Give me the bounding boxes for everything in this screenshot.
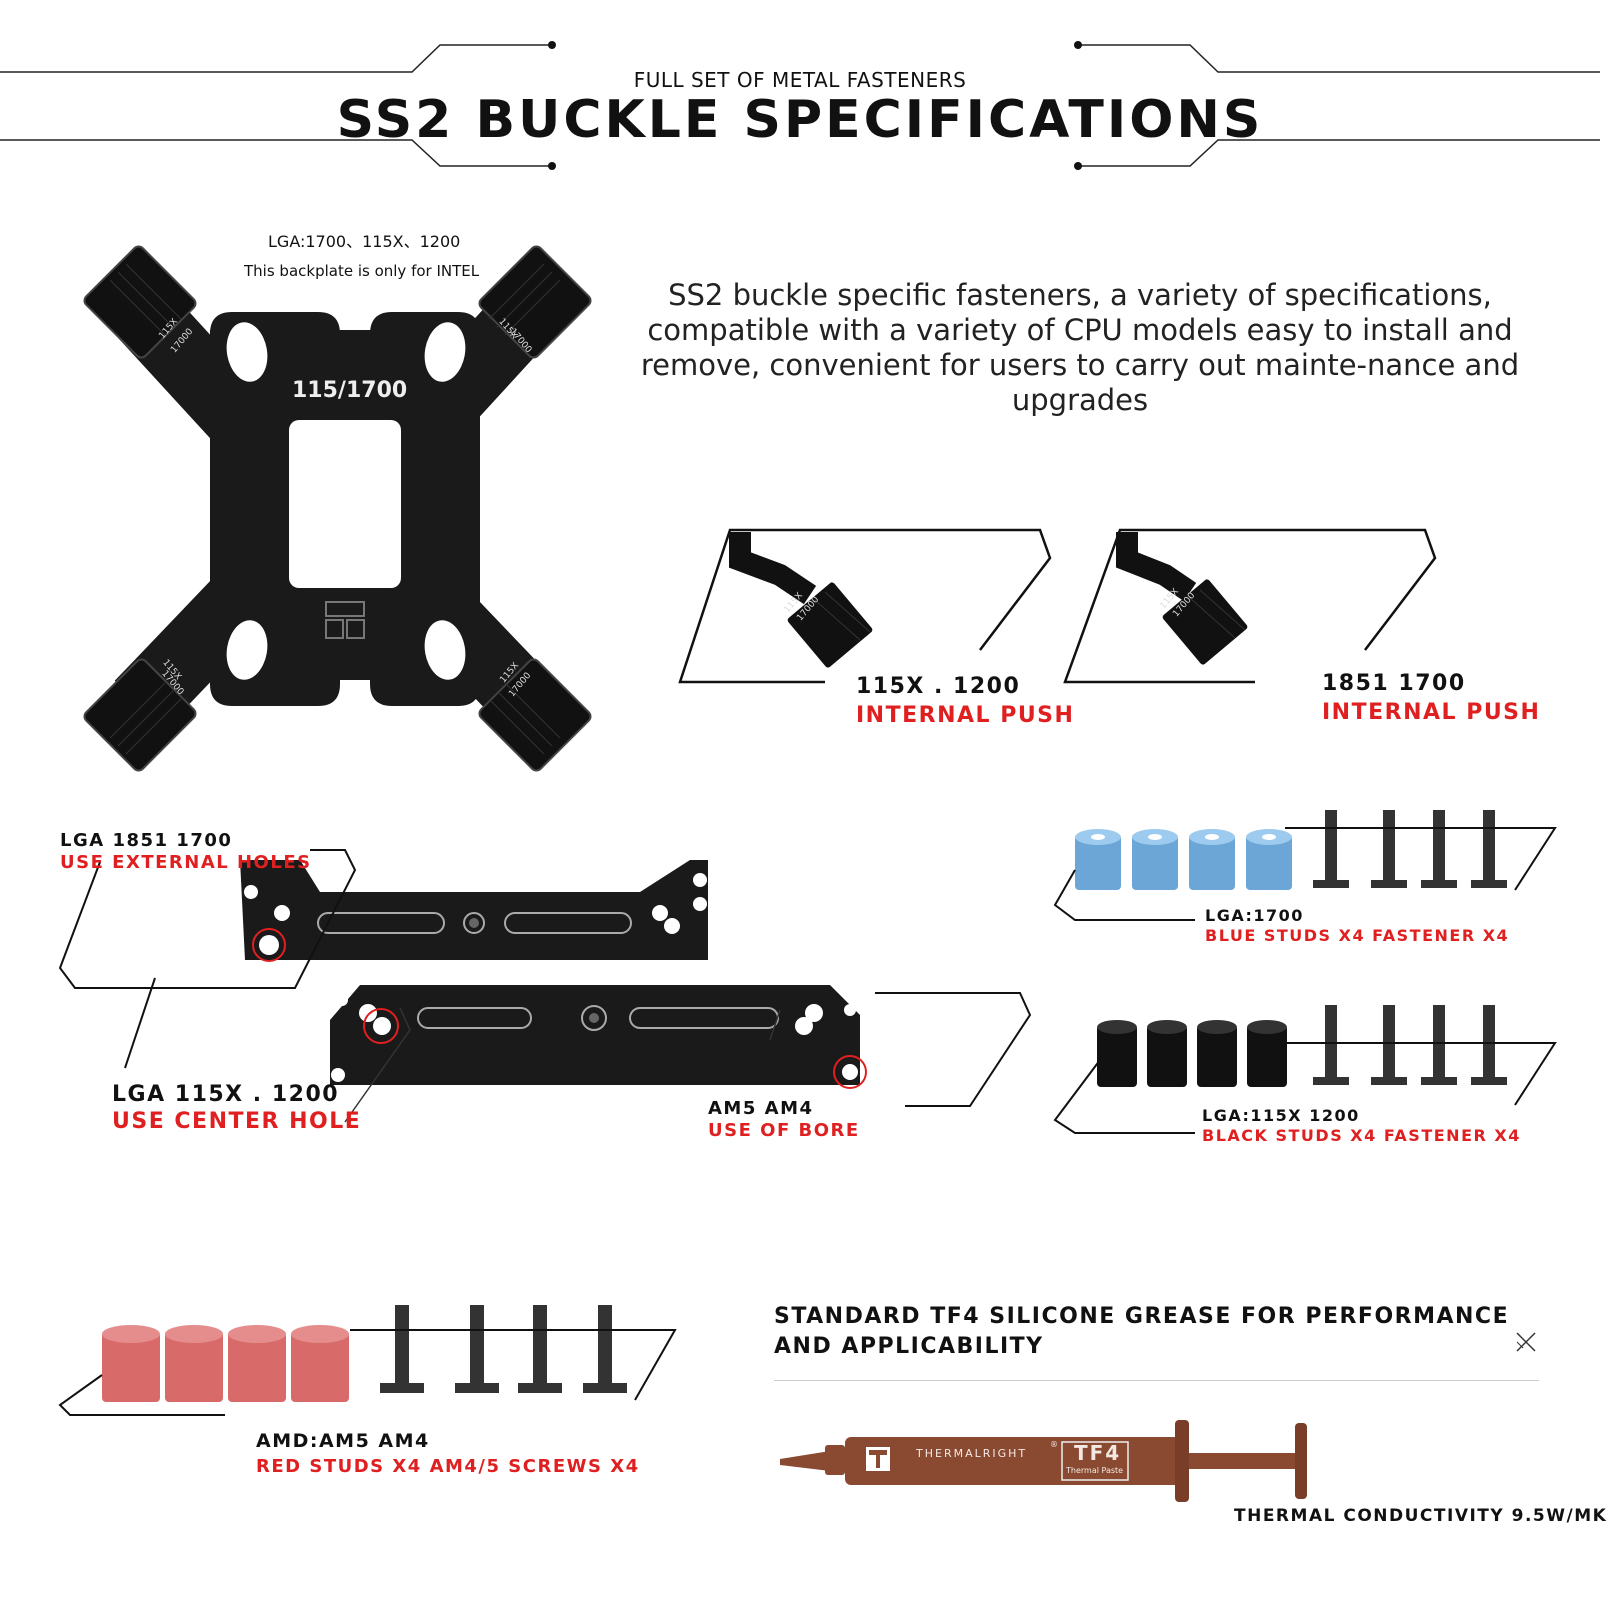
syringe-product-sub: Thermal Paste: [1066, 1466, 1124, 1475]
backplate-socket-label: LGA:1700、115X、1200: [268, 232, 461, 251]
backplate-note: This backplate is only for INTEL: [244, 262, 480, 280]
red-kit-title: AMD:AM5 AM4: [256, 1430, 430, 1452]
black-kit-title: LGA:115X 1200: [1202, 1106, 1360, 1125]
black-stud-kit: [1053, 1005, 1557, 1134]
syringe-brand: THERMALRIGHT: [916, 1447, 1028, 1460]
grease-divider: [774, 1380, 1539, 1381]
bracket-center-action: USE CENTER HOLE: [112, 1109, 362, 1134]
red-kit-contents: RED STUDS X4 AM4/5 SCREWS X4: [256, 1456, 640, 1477]
bracket-top-title: LGA 1851 1700: [60, 830, 233, 851]
grease-heading-line2: AND APPLICABILITY: [774, 1334, 1044, 1359]
black-kit-contents: BLACK STUDS X4 FASTENER X4: [1202, 1126, 1521, 1145]
syringe-product: TF4: [1074, 1441, 1122, 1465]
backplate-center-label: 115/1700: [292, 378, 408, 403]
push-detail-left: [678, 528, 1052, 684]
close-icon: [1516, 1332, 1536, 1352]
push-left-action: INTERNAL PUSH: [856, 703, 1075, 728]
syringe-registered: ®: [1050, 1440, 1058, 1449]
grease-conductivity: THERMAL CONDUCTIVITY 9.5W/MK: [1234, 1506, 1607, 1526]
push-left-title: 115X . 1200: [856, 674, 1021, 699]
page-title: SS2 BUCKLE SPECIFICATIONS: [336, 90, 1264, 150]
bracket-center-title: LGA 115X . 1200: [112, 1082, 340, 1107]
bracket-bore-title: AM5 AM4: [708, 1098, 814, 1119]
header-frame: [0, 41, 1600, 170]
grease-heading-line1: STANDARD TF4 SILICONE GREASE FOR PERFORM…: [774, 1304, 1510, 1329]
push-right-title: 1851 1700: [1322, 671, 1466, 696]
blue-kit-contents: BLUE STUDS X4 FASTENER X4: [1205, 926, 1510, 945]
header-subtitle: FULL SET OF METAL FASTENERS: [633, 68, 967, 92]
push-right-action: INTERNAL PUSH: [1322, 700, 1541, 725]
bracket-bore-action: USE OF BORE: [708, 1120, 860, 1141]
blue-kit-title: LGA:1700: [1205, 906, 1304, 925]
mounting-brackets: [58, 849, 1032, 1123]
push-detail-right: [1063, 528, 1437, 684]
intel-backplate: [83, 245, 592, 772]
tf4-syringe: [780, 1420, 1307, 1502]
bracket-top-action: USE EXTERNAL HOLES: [60, 852, 312, 873]
blue-stud-kit: [1053, 810, 1557, 921]
product-description: SS2 buckle specific fasteners, a variety…: [640, 278, 1520, 417]
red-stud-kit: [58, 1305, 677, 1416]
